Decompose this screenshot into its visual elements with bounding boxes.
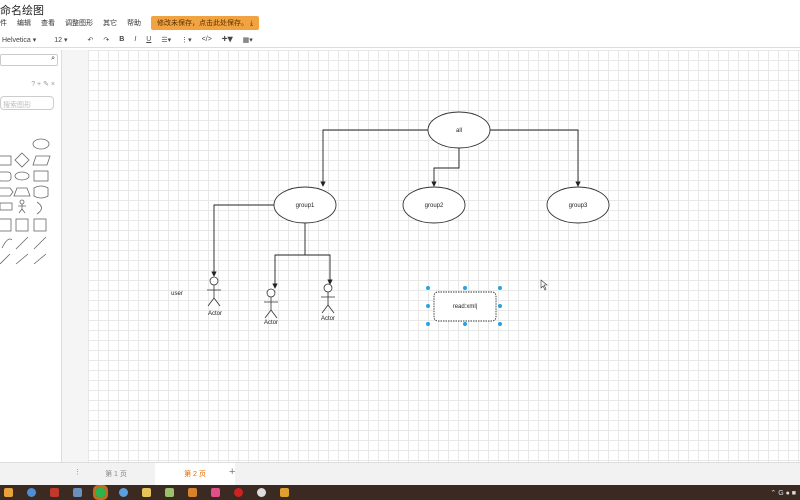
chrome-icon[interactable] [27,488,36,497]
menu-file[interactable]: 件 [0,20,7,27]
font-value: Helvetica [2,36,31,44]
page-tabs: ⋮ 第 1 页 第 2 页 + [0,462,800,486]
app-icon[interactable] [4,488,13,497]
search-shapes-input[interactable]: 搜索图形 [0,96,54,110]
shape-palette[interactable] [0,136,62,276]
app-icon[interactable] [234,488,243,497]
menu-arrange[interactable]: 调整图形 [65,20,93,27]
italic-icon[interactable]: I [134,36,137,43]
unsaved-text: 修改未保存，点击此处保存。 [157,20,248,27]
tab-page-1[interactable]: 第 1 页 [105,471,127,478]
wechat-icon[interactable] [93,485,108,500]
undo-icon[interactable]: ↶ [87,36,94,44]
menu-view[interactable]: 查看 [41,20,55,27]
app-icon[interactable] [50,488,59,497]
tab-page-2[interactable]: 第 2 页 [155,463,235,486]
vertical-align-icon[interactable]: ⋮▾ [181,36,192,44]
menu-help[interactable]: 帮助 [127,20,141,27]
app-icon[interactable] [211,488,220,497]
scratchpad-actions[interactable]: ? + ✎ × [31,81,55,88]
app-icon[interactable] [165,488,174,497]
size-select[interactable]: 12 ▾ [54,36,68,44]
menu-extras[interactable]: 其它 [103,20,117,27]
table-icon[interactable]: ▦▾ [242,36,253,44]
align-icon[interactable]: ☰▾ [161,36,172,44]
app-icon[interactable] [73,488,82,497]
app-icon[interactable] [257,488,266,497]
menu-bar: 件 编辑 查看 调整图形 其它 帮助 修改未保存，点击此处保存。 ⤓ [0,16,260,30]
unsaved-notice[interactable]: 修改未保存，点击此处保存。 ⤓ [151,16,260,30]
download-icon: ⤓ [249,20,254,27]
document-title[interactable]: 命名绘图 [0,5,44,17]
app-icon[interactable] [119,488,128,497]
toolbar: Helvetica ▾ 12 ▾ ↶ ↷ B I U ☰▾ ⋮▾ </> +▾ … [0,32,800,48]
font-select[interactable]: Helvetica ▾ [2,36,37,44]
app-icon[interactable] [280,488,289,497]
page-menu-icon[interactable]: ⋮ [74,469,81,476]
size-value: 12 [54,36,63,44]
folder-icon[interactable] [142,488,151,497]
insert-icon[interactable]: +▾ [221,34,233,45]
redo-icon[interactable]: ↷ [103,36,110,44]
drawing-canvas[interactable] [88,50,800,462]
underline-icon[interactable]: U [146,36,152,43]
bold-icon[interactable]: B [119,36,125,43]
search-input[interactable]: ⌕ [0,54,58,66]
html-icon[interactable]: </> [201,36,212,43]
taskbar: ⌃ G ● ■ [0,485,800,500]
search-icon: ⌕ [51,55,55,62]
shape-sidebar: ⌕ ? + ✎ × 搜索图形 [0,50,62,462]
add-page-button[interactable]: + [229,466,236,478]
menu-edit[interactable]: 编辑 [17,20,31,27]
sidebar-resizer[interactable] [62,50,88,462]
app-icon[interactable] [188,488,197,497]
tray-icons[interactable]: ⌃ G ● ■ [770,489,796,497]
